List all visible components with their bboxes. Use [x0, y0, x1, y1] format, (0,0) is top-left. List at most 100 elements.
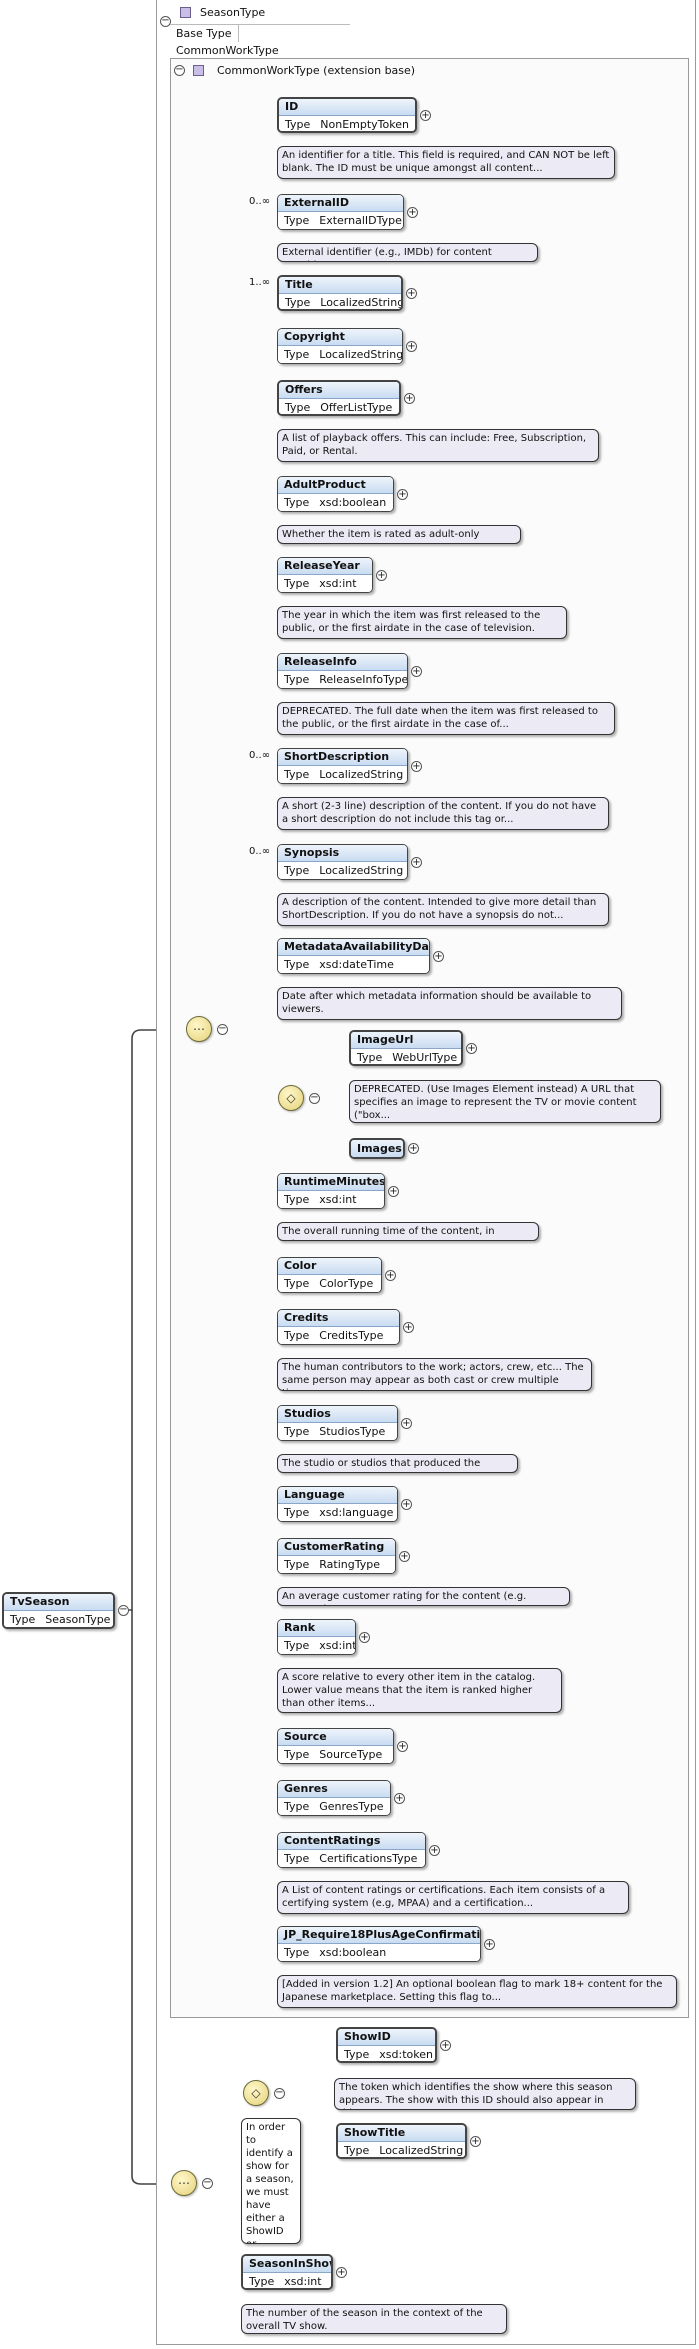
root-to-sequence-line [129, 1029, 186, 1611]
type-value: xsd:int [319, 1639, 356, 1652]
show-choice-collapse-icon[interactable]: − [274, 2087, 285, 2099]
expand-icon[interactable]: + [376, 570, 387, 581]
element-description: An average customer rating for the conte… [277, 1587, 570, 1606]
expand-icon[interactable]: + [406, 288, 417, 299]
expand-icon[interactable]: + [404, 393, 415, 404]
expand-icon[interactable]: + [484, 1939, 495, 1950]
element-images[interactable]: Images [349, 1138, 405, 1159]
type-label: Type [284, 348, 310, 361]
expand-icon[interactable]: + [401, 1418, 412, 1429]
expand-icon[interactable]: + [388, 1186, 399, 1197]
expand-icon[interactable]: + [411, 857, 422, 868]
expand-icon[interactable]: + [433, 951, 444, 962]
expand-icon[interactable]: + [406, 341, 417, 352]
type-value: StudiosType [319, 1425, 386, 1438]
element-description: The human contributors to the work; acto… [277, 1358, 592, 1391]
element-name: ID [279, 99, 415, 116]
element-name: Synopsis [278, 845, 407, 862]
expand-icon[interactable]: + [403, 1322, 414, 1333]
expand-icon[interactable]: + [411, 666, 422, 677]
expand-icon[interactable]: + [401, 1499, 412, 1510]
expand-icon[interactable]: + [397, 1741, 408, 1752]
type-label: Type [284, 1425, 310, 1438]
sequence-collapse-icon[interactable]: − [217, 1023, 228, 1035]
element-name: JP_Require18PlusAgeConfirmation [278, 1927, 480, 1944]
expand-icon[interactable]: + [397, 489, 408, 500]
type-label: Type [344, 2144, 370, 2157]
expand-icon[interactable]: + [359, 1632, 370, 1643]
type-value: xsd:token [379, 2048, 433, 2061]
showid-expand-icon[interactable]: + [440, 2040, 451, 2051]
element-name: Language [278, 1487, 397, 1504]
type-value: OfferListType [320, 401, 393, 414]
expand-icon[interactable]: + [407, 207, 418, 218]
seasoninshow-expand-icon[interactable]: + [336, 2267, 347, 2278]
type-label: Type [284, 1558, 310, 1571]
season-type-collapse-icon[interactable]: − [160, 15, 171, 27]
type-value: ReleaseInfoType [319, 673, 408, 686]
choice-collapse-icon[interactable]: − [309, 1092, 320, 1104]
root-collapse-icon[interactable]: − [118, 1604, 129, 1616]
element-name: ExternalID [278, 195, 403, 212]
expand-icon[interactable]: + [385, 1270, 396, 1281]
element-name: Studios [278, 1406, 397, 1423]
type-value: WebUrlType [392, 1051, 458, 1064]
element-name: Color [278, 1258, 381, 1275]
type-label: Type [285, 401, 311, 414]
expand-icon[interactable]: + [399, 1551, 410, 1562]
expand-icon[interactable]: + [411, 761, 422, 772]
element-name: ImageUrl [351, 1032, 461, 1049]
element-description: [Added in version 1.2] An optional boole… [277, 1975, 677, 2008]
type-label: Type [285, 296, 311, 309]
expand-icon[interactable]: + [429, 1845, 440, 1856]
type-label: Type [284, 1748, 310, 1761]
sequence-compositor-icon: ⋯ [186, 1016, 212, 1042]
showtitle-expand-icon[interactable]: + [470, 2136, 481, 2147]
expand-icon[interactable]: + [420, 110, 431, 121]
type-value: ExternalIDType [319, 214, 402, 227]
type-value: xsd:dateTime [319, 958, 394, 971]
images-expand-icon[interactable]: + [408, 1143, 419, 1154]
element-description: A description of the content. Intended t… [277, 893, 609, 926]
outer-sequence-collapse-icon[interactable]: − [202, 2177, 213, 2189]
extension-collapse-icon[interactable]: − [174, 64, 185, 76]
imageurl-expand-icon[interactable]: + [466, 1043, 477, 1054]
type-label: Type [284, 1946, 310, 1959]
type-value: RatingType [319, 1558, 380, 1571]
extension-title: CommonWorkType (extension base) [217, 64, 416, 77]
expand-icon[interactable]: + [394, 1793, 405, 1804]
